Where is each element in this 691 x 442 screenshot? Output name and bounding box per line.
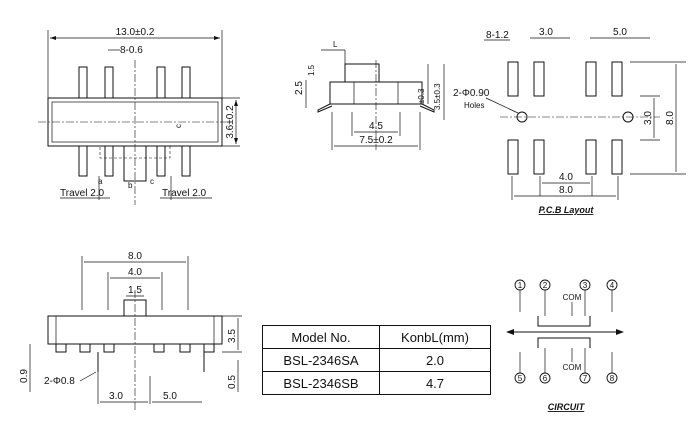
com-top-label: COM <box>563 293 582 302</box>
svg-text:8: 8 <box>610 374 615 383</box>
travel-left: Travel 2.0 <box>60 188 105 199</box>
svg-text:1: 1 <box>518 281 523 290</box>
circuit-pin-2: 2 <box>539 279 551 316</box>
dim-front-8-0: 8.0 <box>128 251 142 262</box>
table-cell-model: BSL-2346SB <box>262 371 380 395</box>
dim-pcb-4-0: 4.0 <box>559 172 573 183</box>
dim-pcb-side-8-0: 8.0 <box>665 111 676 125</box>
dim-front-3-0: 3.0 <box>109 391 123 402</box>
contact-bar-bottom <box>537 337 591 348</box>
table-header-knob: KonbL(mm) <box>379 325 491 349</box>
dim-holes: 2-Φ0.90 <box>453 88 490 99</box>
front-view: 8.0 4.0 1.5 3.5 0.5 0.9 2-Φ0.8 <box>19 251 242 410</box>
pcb-pad <box>611 61 623 97</box>
side-actuator <box>344 63 380 83</box>
com-bottom-label: COM <box>563 363 582 372</box>
svg-text:6: 6 <box>543 374 548 383</box>
contact-bar-top <box>537 316 591 327</box>
dim-3-5: 3.5±0.3 <box>433 83 442 110</box>
label-a: a <box>98 177 103 186</box>
dim-front-4-0: 4.0 <box>128 267 142 278</box>
pin <box>156 145 166 177</box>
dim-pads: 8-1.2 <box>486 30 509 41</box>
dim-pcb-8-0: 8.0 <box>559 185 573 196</box>
pin <box>156 66 166 99</box>
dim-2-5: 2.5 <box>294 81 305 95</box>
circuit-pin-6: 6 <box>539 348 551 384</box>
pin <box>104 66 114 99</box>
pcb-pad <box>533 61 545 97</box>
dim-pm-0-3: ±0.3 <box>417 88 426 104</box>
table-cell-model: BSL-2346SA <box>262 348 380 372</box>
label-c: c <box>150 177 154 186</box>
travel-right: Travel 2.0 <box>162 188 207 199</box>
top-view: 13.0±0.2 8-0.6 c 3.6±0.2 a b c <box>38 27 240 205</box>
pin <box>78 66 88 99</box>
model-table: Model No. KonbL(mm) BSL-2346SA 2.0 BSL-2… <box>262 325 491 395</box>
table-header-model: Model No. <box>262 325 380 349</box>
dim-7-5: 7.5±0.2 <box>359 135 393 146</box>
dim-front-3-5: 3.5 <box>227 329 238 343</box>
circuit-pin-4: 4 <box>606 279 618 312</box>
circuit-caption: CIRCUIT <box>548 402 586 412</box>
label-c-top: c <box>174 124 183 128</box>
side-view: L 1.5 2.5 ±0.3 3.5±0.3 4.5 7.5±0.2 <box>294 40 445 150</box>
holes-label: Holes <box>464 101 484 110</box>
dim-4-5: 4.5 <box>369 121 383 132</box>
table-row: BSL-2346SA 2.0 <box>262 348 491 372</box>
table-cell-knob: 4.7 <box>379 371 491 395</box>
pcb-pad <box>533 139 545 175</box>
circuit-pin-7: 7 <box>579 348 591 384</box>
circuit-pin-1: 1 <box>514 279 526 312</box>
circuit: 1 2 3 4 COM COM 5 <box>506 279 624 412</box>
pcb-pad <box>585 61 597 97</box>
circuit-pin-5: 5 <box>514 352 526 384</box>
dim-front-0-9: 0.9 <box>19 369 30 383</box>
table-row: BSL-2346SB 4.7 <box>262 371 491 395</box>
dim-front-5-0: 5.0 <box>163 391 177 402</box>
pcb-pad <box>585 139 597 175</box>
pin <box>181 145 191 177</box>
dim-pcb-5-0: 5.0 <box>613 27 627 38</box>
svg-text:4: 4 <box>610 281 615 290</box>
dim-pin-pitch: 8-0.6 <box>120 45 143 56</box>
svg-text:2: 2 <box>543 281 548 290</box>
dim-front-0-5: 0.5 <box>227 375 238 389</box>
dim-l: L <box>333 40 338 49</box>
circuit-pin-8: 8 <box>606 352 618 384</box>
dim-body-height: 3.6±0.2 <box>225 105 236 139</box>
svg-text:5: 5 <box>518 374 523 383</box>
pcb-pad <box>507 61 519 97</box>
dim-overall-width: 13.0±0.2 <box>116 27 155 38</box>
dim-front-holes: 2-Φ0.8 <box>44 376 75 387</box>
pcb-pad <box>507 139 519 175</box>
label-b: b <box>128 181 133 190</box>
pcb-caption: P.C.B Layout <box>539 205 595 215</box>
pin <box>104 145 114 177</box>
pin <box>78 145 88 177</box>
dim-pcb-side-3-0: 3.0 <box>643 111 654 125</box>
table-header-row: Model No. KonbL(mm) <box>262 325 491 349</box>
circuit-pin-3: 3 <box>579 279 591 316</box>
table-cell-knob: 2.0 <box>379 348 491 372</box>
svg-text:3: 3 <box>583 281 588 290</box>
pcb-layout: 8-1.2 3.0 5.0 2-Φ0.90 Holes 3.0 8.0 <box>453 27 686 215</box>
pin <box>181 66 191 99</box>
dim-pcb-3-0: 3.0 <box>539 27 553 38</box>
svg-text:7: 7 <box>583 374 588 383</box>
dim-1-5: 1.5 <box>307 64 316 76</box>
pcb-pad <box>611 139 623 175</box>
